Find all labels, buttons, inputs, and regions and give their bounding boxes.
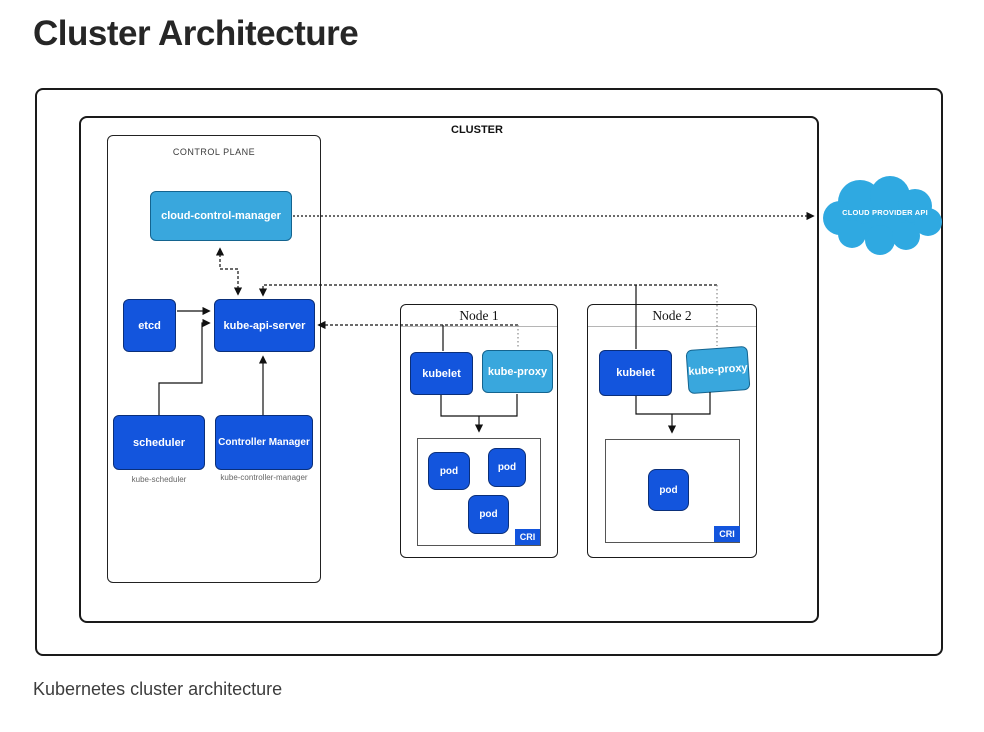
cloud-provider-api-label: CLOUD PROVIDER API [842,208,928,217]
cluster-label: CLUSTER [451,124,503,136]
node1-title-divider [401,326,557,327]
page-title: Cluster Architecture [33,14,359,53]
node1-cri-badge: CRI [515,529,540,545]
kube-api-server-box: kube-api-server [214,299,315,352]
node2-cri-badge: CRI [714,526,740,542]
node2-pod: pod [648,469,689,511]
node2-label: Node 2 [652,308,692,323]
etcd-box: etcd [123,299,176,352]
node2-kubelet-box: kubelet [599,350,672,396]
node1-label: Node 1 [459,308,499,323]
control-plane-label: CONTROL PLANE [172,147,256,157]
node1-pod: pod [428,452,470,490]
cloud-control-manager-box: cloud-control-manager [150,191,292,241]
cloud-icon [823,176,942,255]
node1-kubelet-box: kubelet [410,352,473,395]
node2-kube-proxy-box: kube-proxy [685,345,751,395]
node1-pod: pod [488,448,526,487]
node1-kube-proxy-box: kube-proxy [482,350,553,393]
node2-title-divider [588,326,756,327]
controller-manager-box: Controller Manager [215,415,313,470]
scheduler-box: scheduler [113,415,205,470]
node1-pod: pod [468,495,509,534]
control-plane-box [107,135,321,583]
figure-caption: Kubernetes cluster architecture [33,679,283,699]
kube-controller-manager-sublabel: kube-controller-manager [220,473,308,482]
kube-scheduler-sublabel: kube-scheduler [131,475,187,484]
